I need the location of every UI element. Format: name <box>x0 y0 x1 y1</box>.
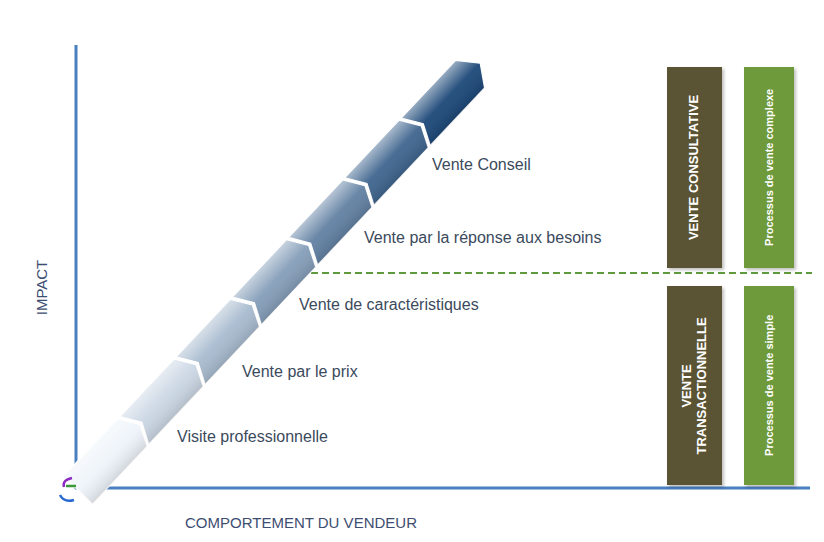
sales-type-bar: VENTE CONSULTATIVE <box>667 67 722 268</box>
step-label: Visite professionnelle <box>177 428 328 446</box>
bar-label: Processus de vente simple <box>763 294 776 477</box>
bar-label: Processus de vente complexe <box>763 75 776 260</box>
sales-type-bar: VENTE TRANSACTIONNELLE <box>667 286 722 485</box>
x-axis <box>75 487 810 490</box>
y-axis <box>75 45 78 489</box>
bar-label: VENTE TRANSACTIONNELLE <box>680 294 710 477</box>
step-label: Vente par le prix <box>242 363 358 381</box>
process-bar: Processus de vente complexe <box>744 67 794 268</box>
divider-line <box>300 272 812 274</box>
arrow-shine <box>63 411 154 504</box>
step-label: Vente Conseil <box>432 156 531 174</box>
progress-arrow <box>63 50 494 504</box>
step-label: Vente par la réponse aux besoins <box>364 229 602 247</box>
arrow-shine <box>401 50 495 146</box>
axis-title: COMPORTEMENT DU VENDEUR <box>185 514 417 531</box>
step-label: Vente de caractéristiques <box>299 296 479 314</box>
arrow-shine <box>289 172 380 265</box>
arrow-step <box>63 411 154 504</box>
bar-label: VENTE CONSULTATIVE <box>687 75 702 260</box>
axis-title: IMPACT <box>34 259 51 315</box>
arrow-shine <box>345 112 436 205</box>
process-bar: Processus de vente simple <box>744 286 794 485</box>
logo-mark <box>60 478 76 501</box>
